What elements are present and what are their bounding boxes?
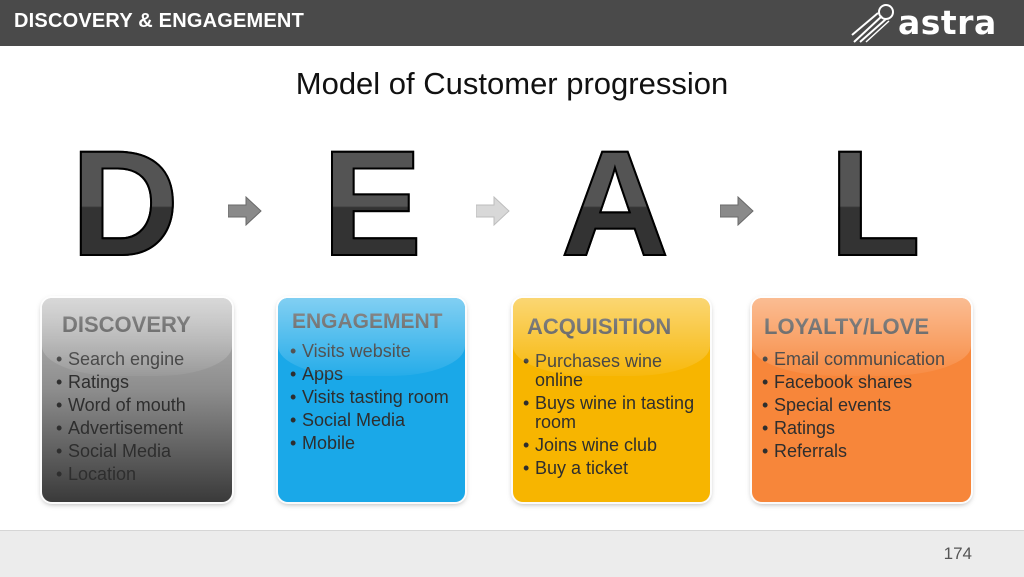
stage-title: ENGAGEMENT — [292, 310, 443, 333]
list-item: Facebook shares — [762, 373, 952, 393]
list-item: Apps — [290, 365, 450, 385]
stage-title: LOYALTY/LOVE — [764, 314, 930, 339]
astra-logo: astra — [848, 2, 1020, 44]
page-number: 174 — [943, 544, 972, 563]
list-item: Word of mouth — [56, 396, 186, 416]
footer-band — [0, 530, 1024, 577]
list-item: Buys wine in tasting room — [523, 394, 698, 432]
letter-l: L — [810, 127, 940, 279]
header-title: DISCOVERY & ENGAGEMENT — [14, 10, 304, 32]
list-item: Visits tasting room — [290, 388, 450, 408]
list-item: Referrals — [762, 442, 952, 462]
stage-title: DISCOVERY — [62, 312, 191, 337]
list-item: Visits website — [290, 342, 450, 362]
logo-text: astra — [898, 3, 997, 42]
stage-box-discovery: DISCOVERY Search engine Ratings Word of … — [42, 298, 232, 502]
list-item: Email communication — [762, 350, 952, 370]
list-item: Special events — [762, 396, 952, 416]
stage-box-acquisition: ACQUISITION Purchases wine online Buys w… — [513, 298, 710, 502]
stage-box-engagement: ENGAGEMENT Visits website Apps Visits ta… — [278, 298, 465, 502]
letter-e: E — [307, 127, 437, 279]
stage-list: Visits website Apps Visits tasting room … — [290, 342, 450, 457]
stage-list: Purchases wine online Buys wine in tasti… — [523, 352, 698, 482]
letter-d: D — [60, 127, 190, 279]
list-item: Location — [56, 465, 186, 485]
list-item: Purchases wine online — [523, 352, 698, 390]
list-item: Joins wine club — [523, 436, 698, 456]
comet-logo-icon — [851, 4, 894, 43]
list-item: Ratings — [56, 373, 186, 393]
right-arrow-icon — [720, 196, 754, 226]
list-item: Mobile — [290, 434, 450, 454]
right-arrow-icon — [228, 196, 262, 226]
stage-list: Search engine Ratings Word of mouth Adve… — [56, 350, 186, 488]
list-item: Social Media — [290, 411, 450, 431]
right-arrow-icon — [476, 196, 510, 226]
stage-title: ACQUISITION — [527, 314, 672, 339]
slide-title: Model of Customer progression — [295, 66, 729, 101]
letter-a: A — [550, 127, 680, 279]
list-item: Ratings — [762, 419, 952, 439]
list-item: Advertisement — [56, 419, 186, 439]
list-item: Buy a ticket — [523, 459, 698, 479]
list-item: Search engine — [56, 350, 186, 370]
list-item: Social Media — [56, 442, 186, 462]
stage-box-loyalty: LOYALTY/LOVE Email communication Faceboo… — [752, 298, 971, 502]
header-bar: DISCOVERY & ENGAGEMENT astra — [0, 0, 1024, 46]
stage-list: Email communication Facebook shares Spec… — [762, 350, 952, 465]
